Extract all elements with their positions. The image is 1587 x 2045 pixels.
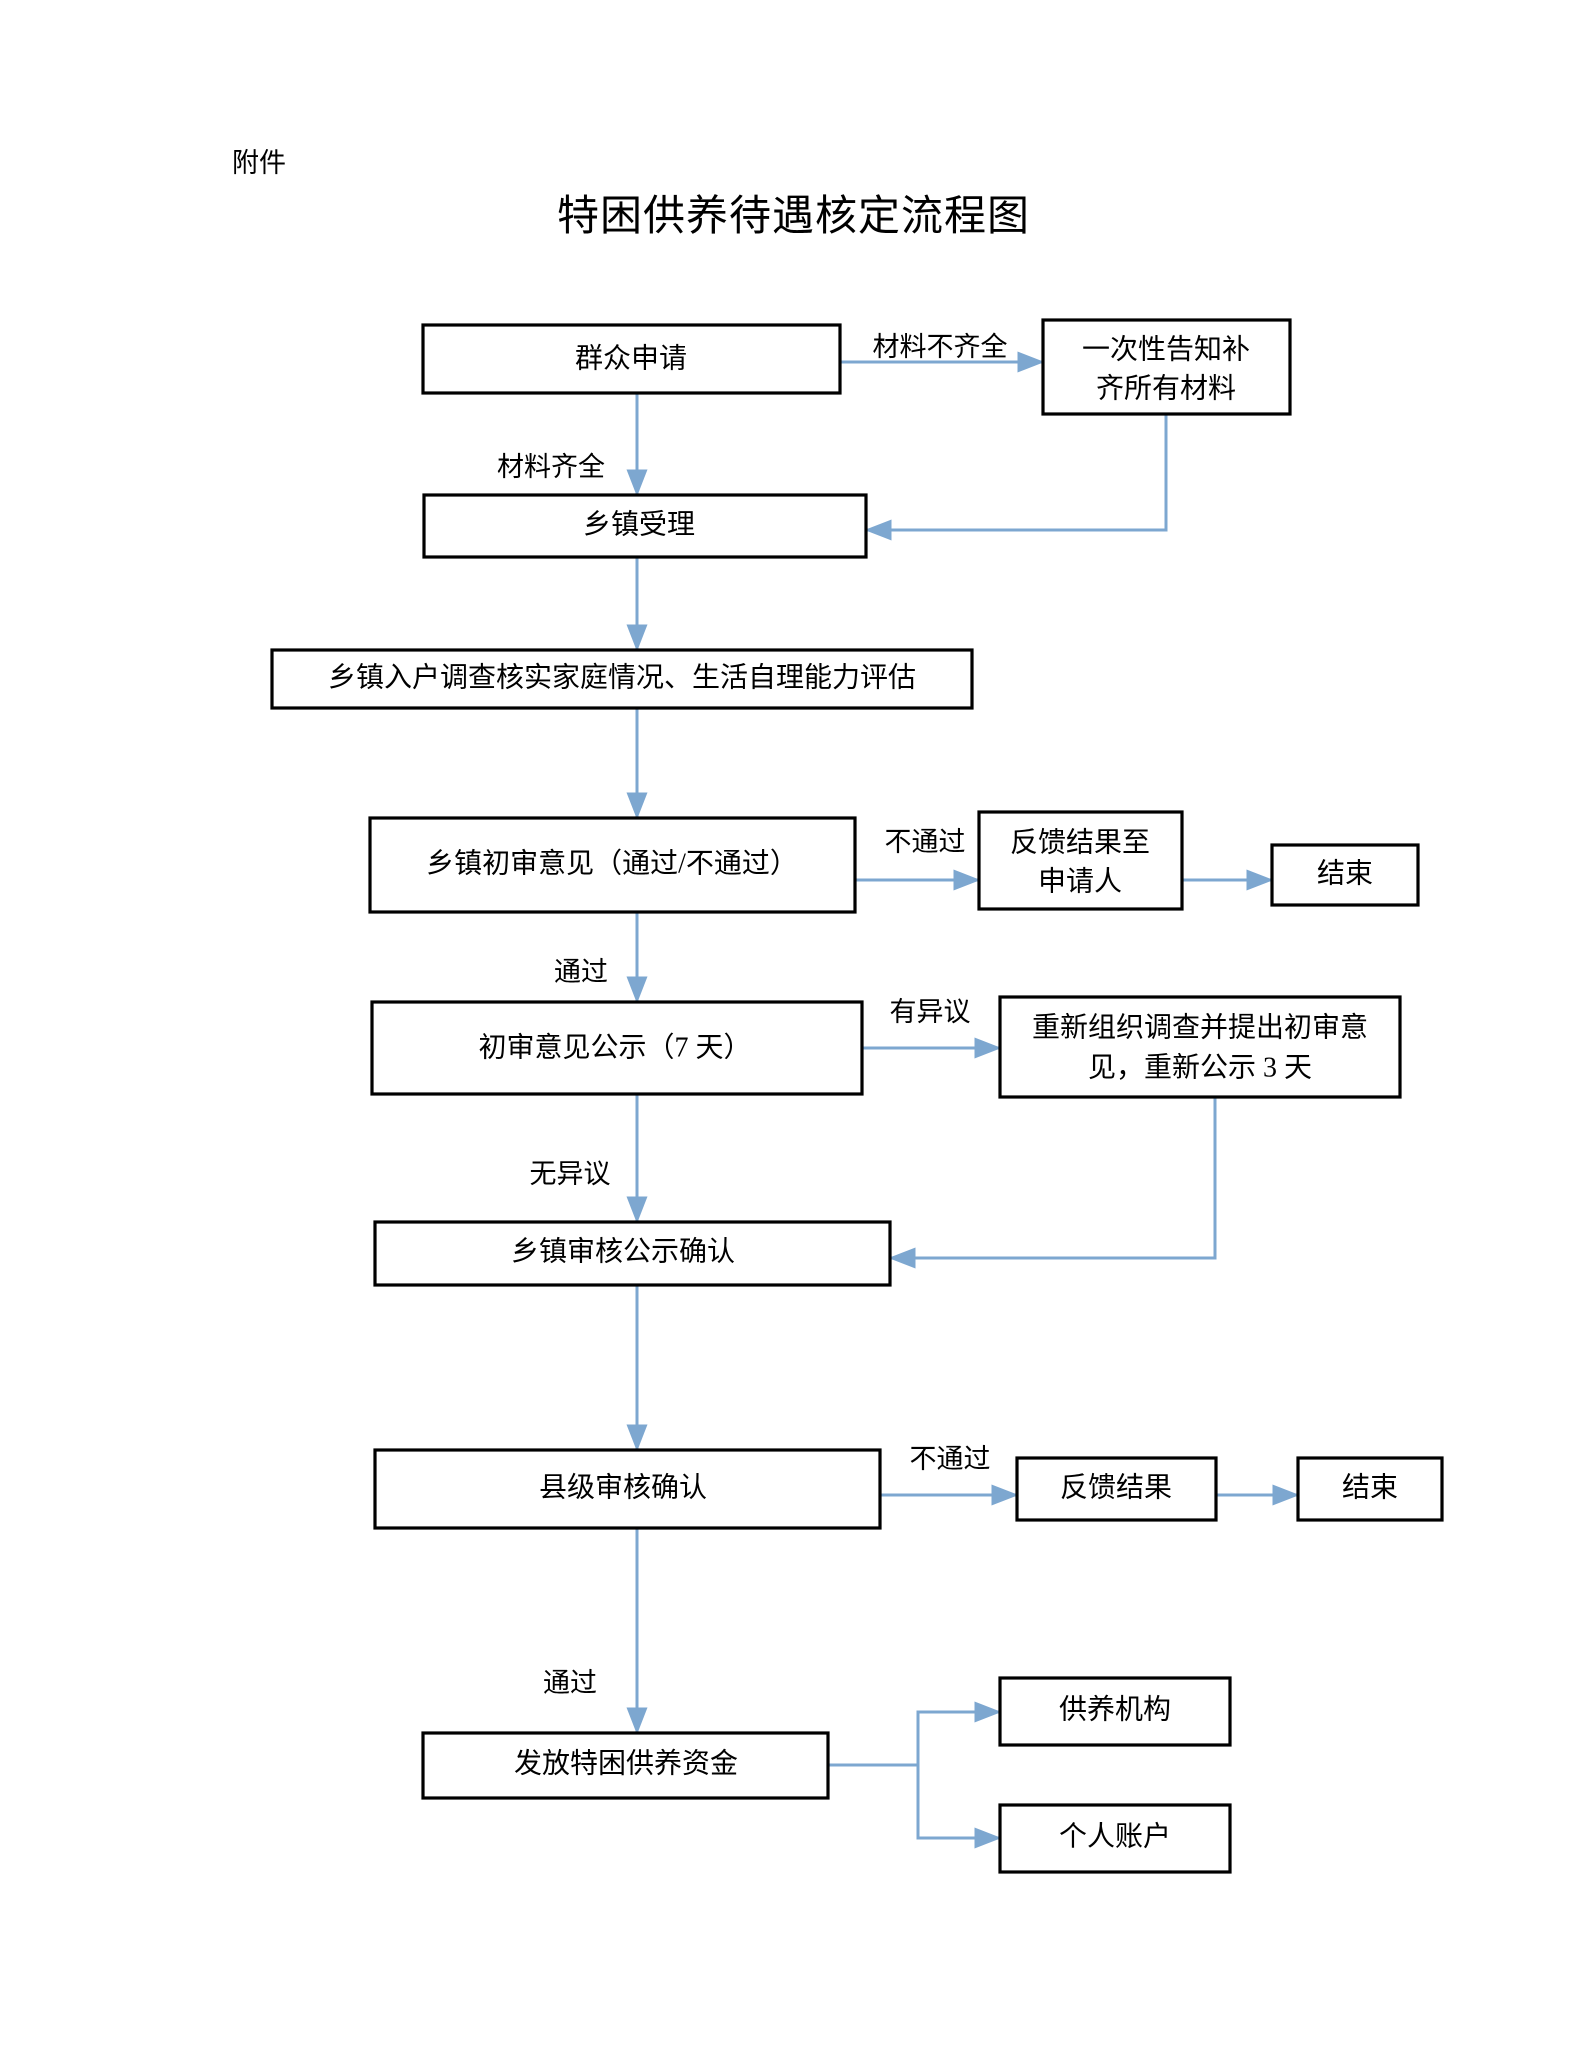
- edge-label-firstreview-pass: 通过: [554, 957, 608, 987]
- node-payout[interactable]: 发放特困供养资金: [421, 1731, 830, 1800]
- edge-label-material-complete: 材料齐全: [497, 452, 605, 482]
- edge-label-no-objection: 无异议: [530, 1159, 611, 1189]
- node-payout-label: 发放特困供养资金: [514, 1747, 738, 1779]
- node-apply-label: 群众申请: [575, 342, 687, 374]
- node-countyreview-label: 县级审核确认: [539, 1471, 707, 1503]
- node-publicity[interactable]: 初审意见公示（7 天）: [370, 1000, 864, 1096]
- node-reinvestigate-label-line1: 重新组织调查并提出初审意: [1032, 1011, 1368, 1043]
- node-end1-label: 结束: [1317, 857, 1373, 889]
- edge-payout-account: [828, 1763, 1002, 1849]
- node-notify[interactable]: 一次性告知补 齐所有材料: [1041, 318, 1292, 416]
- node-confirm[interactable]: 乡镇审核公示确认: [373, 1220, 892, 1287]
- node-institution-label: 供养机构: [1059, 1693, 1171, 1725]
- edge-label-countyreview-pass: 通过: [543, 1668, 597, 1698]
- node-feedback1[interactable]: 反馈结果至 申请人: [977, 810, 1184, 911]
- node-reinvestigate-label-line2: 见，重新公示 3 天: [1088, 1051, 1312, 1083]
- node-feedback2-label: 反馈结果: [1060, 1471, 1172, 1503]
- node-end2[interactable]: 结束: [1296, 1456, 1444, 1522]
- node-apply[interactable]: 群众申请: [421, 323, 842, 395]
- node-end2-label: 结束: [1342, 1471, 1398, 1503]
- node-feedback1-label-line1: 反馈结果至: [1010, 826, 1150, 858]
- node-investigate[interactable]: 乡镇入户调查核实家庭情况、生活自理能力评估: [270, 648, 974, 710]
- edge-reinvestigate-confirm: [888, 1097, 1217, 1269]
- node-confirm-label: 乡镇审核公示确认: [511, 1235, 735, 1267]
- node-notify-label-line2: 齐所有材料: [1096, 372, 1236, 404]
- edge-notify-accept: [864, 414, 1168, 541]
- node-publicity-label: 初审意见公示（7 天）: [478, 1031, 751, 1063]
- page-title: 特困供养待遇核定流程图: [556, 191, 1030, 240]
- node-account[interactable]: 个人账户: [998, 1803, 1232, 1874]
- node-accept-label: 乡镇受理: [583, 508, 695, 540]
- edge-label-firstreview-fail: 不通过: [885, 827, 966, 857]
- edge-payout-institution: [828, 1701, 1002, 1767]
- edge-label-countyreview-fail: 不通过: [910, 1444, 991, 1474]
- node-institution[interactable]: 供养机构: [998, 1676, 1232, 1747]
- node-countyreview[interactable]: 县级审核确认: [373, 1448, 882, 1530]
- node-firstreview[interactable]: 乡镇初审意见（通过/不通过）: [368, 816, 857, 914]
- node-end1[interactable]: 结束: [1270, 843, 1420, 907]
- attachment-label: 附件: [232, 148, 286, 179]
- edge-label-has-objection: 有异议: [890, 997, 971, 1027]
- node-feedback2[interactable]: 反馈结果: [1015, 1456, 1218, 1522]
- node-investigate-label: 乡镇入户调查核实家庭情况、生活自理能力评估: [328, 661, 916, 693]
- node-account-label: 个人账户: [1059, 1820, 1171, 1852]
- node-accept[interactable]: 乡镇受理: [422, 493, 868, 559]
- node-firstreview-label: 乡镇初审意见（通过/不通过）: [426, 847, 798, 879]
- edge-label-material-incomplete: 材料不齐全: [873, 332, 1008, 362]
- node-reinvestigate[interactable]: 重新组织调查并提出初审意 见，重新公示 3 天: [998, 995, 1402, 1099]
- node-feedback1-label-line2: 申请人: [1038, 865, 1122, 897]
- node-notify-label-line1: 一次性告知补: [1082, 333, 1250, 365]
